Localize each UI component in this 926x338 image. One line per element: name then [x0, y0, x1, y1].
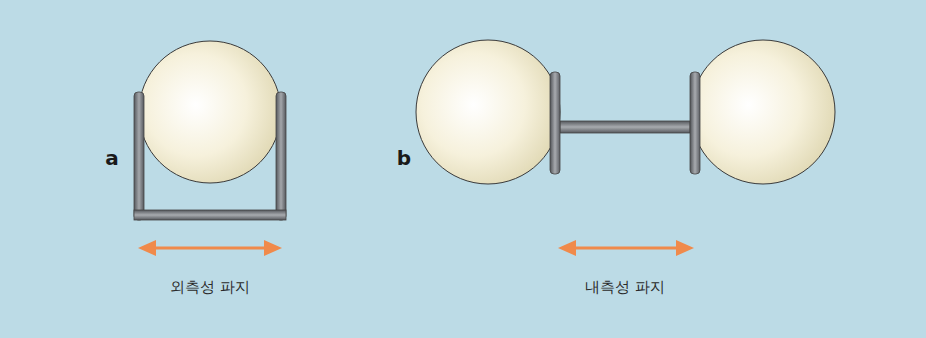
figure-caption: 외측성 파지 — [170, 278, 250, 297]
figure-letter: a — [105, 146, 119, 170]
outer-grip-figure — [134, 41, 286, 220]
inner-grip-figure — [416, 40, 835, 184]
figure-letter: b — [397, 146, 411, 170]
force-arrows — [138, 240, 694, 256]
figure-caption: 내측성 파지 — [585, 278, 665, 297]
